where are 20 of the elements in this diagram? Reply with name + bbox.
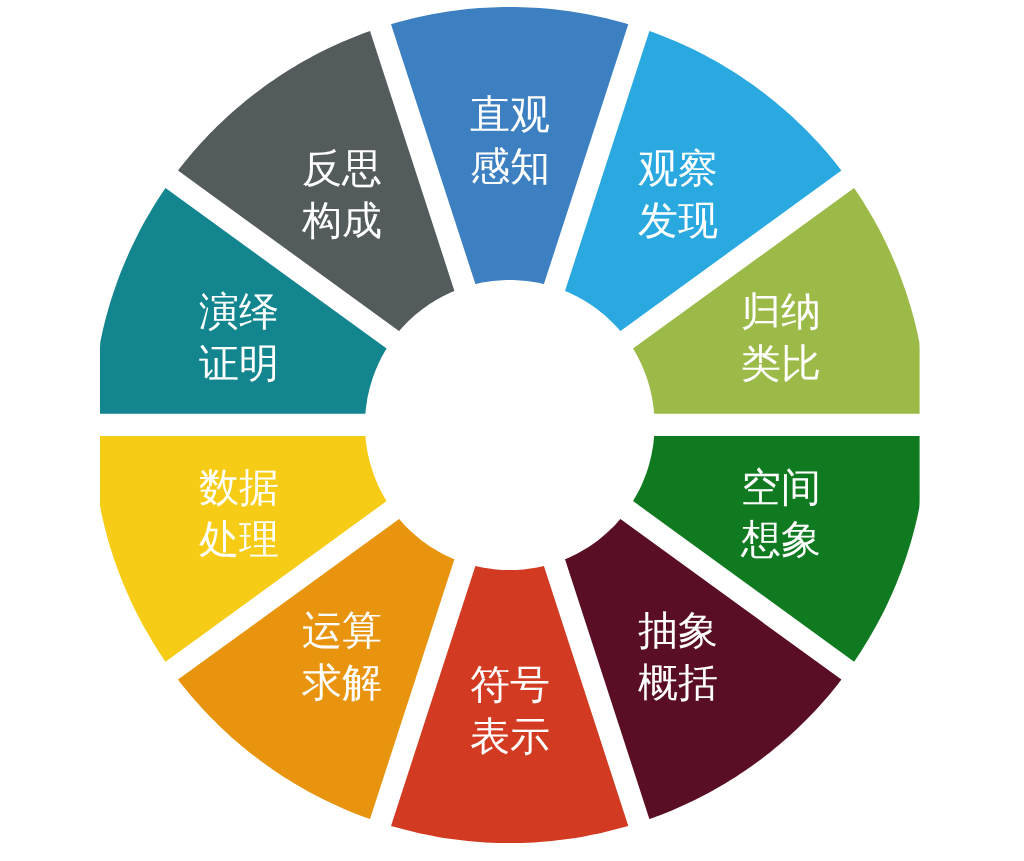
segment-label: 数据处理 (197, 463, 280, 565)
segment-label: 直观感知 (469, 90, 551, 191)
wheel-segment (178, 31, 455, 332)
segment-label: 演绎证明 (197, 286, 280, 388)
wheel-segment (633, 436, 920, 662)
segment-label: 归纳类比 (740, 286, 823, 388)
segment-label: 反思构成 (301, 144, 384, 246)
segment-label: 观察发现 (636, 144, 719, 246)
wheel-segment (565, 31, 842, 332)
wheel-segment (100, 436, 387, 662)
segment-label: 运算求解 (301, 605, 384, 707)
wheel-segment (391, 565, 629, 843)
segment-label: 符号表示 (469, 660, 551, 761)
segment-label: 抽象概括 (636, 605, 719, 707)
wheel-segment (565, 518, 842, 819)
wheel-segment (633, 188, 920, 414)
wheel-segment (100, 188, 387, 414)
wheel-segment (391, 7, 629, 285)
wheel-segment (178, 518, 455, 819)
segment-label: 空间想象 (740, 463, 823, 565)
